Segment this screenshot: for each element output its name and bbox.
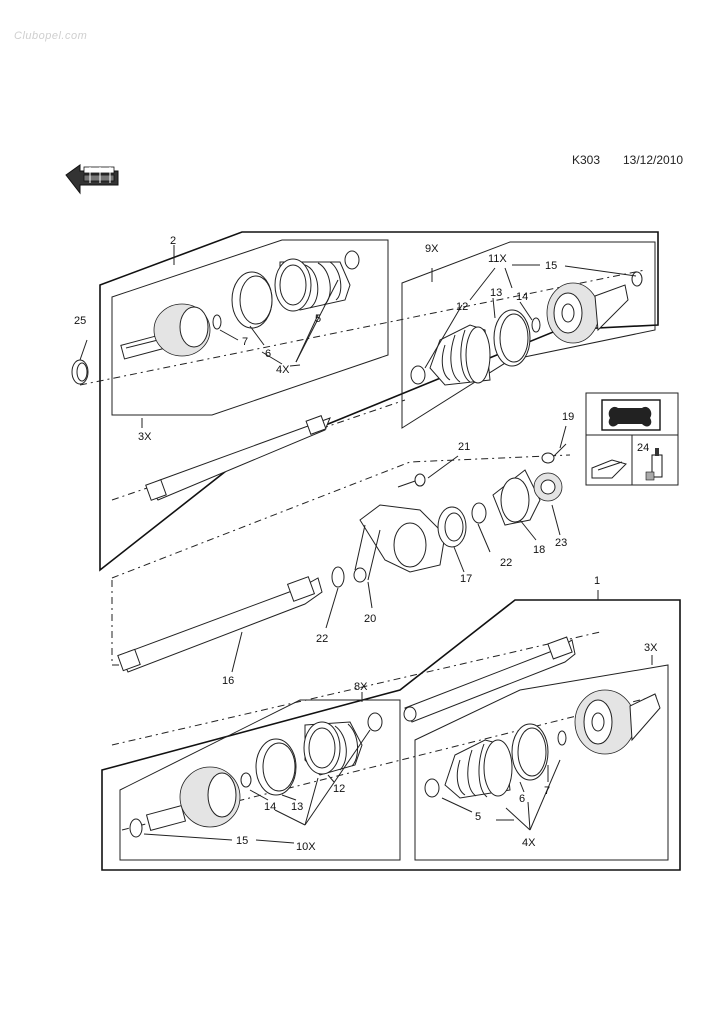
boot-5-bottom[interactable] bbox=[444, 739, 513, 799]
centerline-middle bbox=[111, 454, 571, 579]
callout-12-bottom: 12 bbox=[333, 783, 345, 795]
callout-3x-top: 3X bbox=[138, 431, 152, 443]
circlip-15-top[interactable] bbox=[631, 271, 643, 287]
bracket-20[interactable] bbox=[353, 504, 446, 583]
callout-12-top: 12 bbox=[456, 301, 468, 313]
callout-8x: 8X bbox=[354, 681, 368, 693]
circlip-7-bottom[interactable] bbox=[557, 730, 567, 746]
callout-7-top: 7 bbox=[242, 336, 248, 348]
circlip-22-a[interactable] bbox=[471, 502, 487, 524]
bolt-19[interactable] bbox=[541, 443, 567, 464]
clamp-small-top[interactable] bbox=[344, 250, 360, 270]
callout-3x-bottom: 3X bbox=[644, 642, 658, 654]
clamp-small-bottom[interactable] bbox=[424, 778, 440, 798]
callout-9x: 9X bbox=[425, 243, 439, 255]
boot-5-top[interactable] bbox=[274, 258, 351, 312]
callout-14-bottom: 14 bbox=[264, 801, 276, 813]
page-date: 13/12/2010 bbox=[623, 153, 684, 167]
callout-18: 18 bbox=[533, 544, 545, 556]
grease-icon[interactable] bbox=[645, 448, 663, 481]
callout-13-bottom: 13 bbox=[291, 801, 303, 813]
callout-4x-bottom: 4X bbox=[522, 837, 536, 849]
inner-cv-joint-9x[interactable] bbox=[546, 282, 629, 344]
box-8x bbox=[119, 699, 401, 861]
circlip-14-top[interactable] bbox=[531, 317, 541, 333]
callout-24: 24 bbox=[637, 442, 649, 454]
callout-16: 16 bbox=[222, 675, 234, 687]
bearing-23[interactable] bbox=[533, 472, 563, 502]
callout-2: 2 bbox=[170, 235, 176, 247]
callout-6-bottom: 6 bbox=[519, 793, 525, 805]
circlip-22-b[interactable] bbox=[331, 566, 345, 588]
callout-23: 23 bbox=[555, 537, 567, 549]
wrench-icon[interactable] bbox=[601, 399, 661, 431]
watermark: Clubopel.com bbox=[14, 30, 88, 42]
drive-shaft-16[interactable] bbox=[117, 576, 323, 673]
circlip-7-top[interactable] bbox=[212, 314, 222, 330]
drive-shaft-lower[interactable] bbox=[403, 636, 576, 723]
callout-4x-top: 4X bbox=[276, 364, 290, 376]
callout-25: 25 bbox=[74, 315, 86, 327]
callout-14-top: 14 bbox=[516, 291, 528, 303]
assembly-2-outline bbox=[99, 231, 659, 572]
callout-21: 21 bbox=[458, 441, 470, 453]
callout-7-bottom: 7 bbox=[544, 785, 550, 797]
callout-17: 17 bbox=[460, 573, 472, 585]
clamp-small-9x[interactable] bbox=[410, 365, 426, 385]
boot-12-top[interactable] bbox=[429, 324, 491, 386]
clamp-small-8x[interactable] bbox=[367, 712, 383, 732]
box-3x-top bbox=[111, 239, 389, 416]
callout-22-a: 22 bbox=[500, 557, 512, 569]
instructions-panel bbox=[585, 392, 679, 486]
callout-10x: 10X bbox=[296, 841, 316, 853]
callout-15-top: 15 bbox=[545, 260, 557, 272]
callout-6-top: 6 bbox=[265, 348, 271, 360]
centerline-bottom bbox=[121, 694, 661, 831]
callout-15-bottom: 15 bbox=[236, 835, 248, 847]
callout-13-top: 13 bbox=[490, 287, 502, 299]
bearing-housing-18[interactable] bbox=[492, 469, 541, 526]
tool-symbol bbox=[591, 459, 627, 479]
callout-5-bottom: 5 bbox=[475, 811, 481, 823]
centerline-left bbox=[111, 580, 122, 666]
circlip-15-bottom[interactable] bbox=[129, 818, 143, 838]
callout-1: 1 bbox=[594, 575, 600, 587]
callout-5-top: 5 bbox=[315, 313, 321, 325]
drive-shaft-top[interactable] bbox=[145, 415, 331, 501]
callout-19: 19 bbox=[562, 411, 574, 423]
bolt-21[interactable] bbox=[397, 473, 426, 488]
box-9x bbox=[401, 241, 656, 429]
outer-cv-joint-8x[interactable] bbox=[145, 766, 241, 831]
page-code: K303 bbox=[572, 153, 601, 167]
outer-cv-joint-top[interactable] bbox=[120, 303, 211, 360]
callout-20: 20 bbox=[364, 613, 376, 625]
centerline-top bbox=[79, 269, 646, 386]
inner-cv-joint-bottom[interactable] bbox=[574, 689, 661, 755]
callout-11x: 11X bbox=[488, 253, 507, 265]
circlip-14-bottom[interactable] bbox=[240, 772, 252, 788]
box-3x-bottom bbox=[414, 664, 669, 861]
boot-12-bottom[interactable] bbox=[303, 721, 363, 776]
centerline-lower bbox=[111, 631, 601, 746]
left-arrow-icon[interactable] bbox=[65, 164, 119, 195]
callout-22-b: 22 bbox=[316, 633, 328, 645]
assembly-1-outline bbox=[101, 599, 681, 871]
